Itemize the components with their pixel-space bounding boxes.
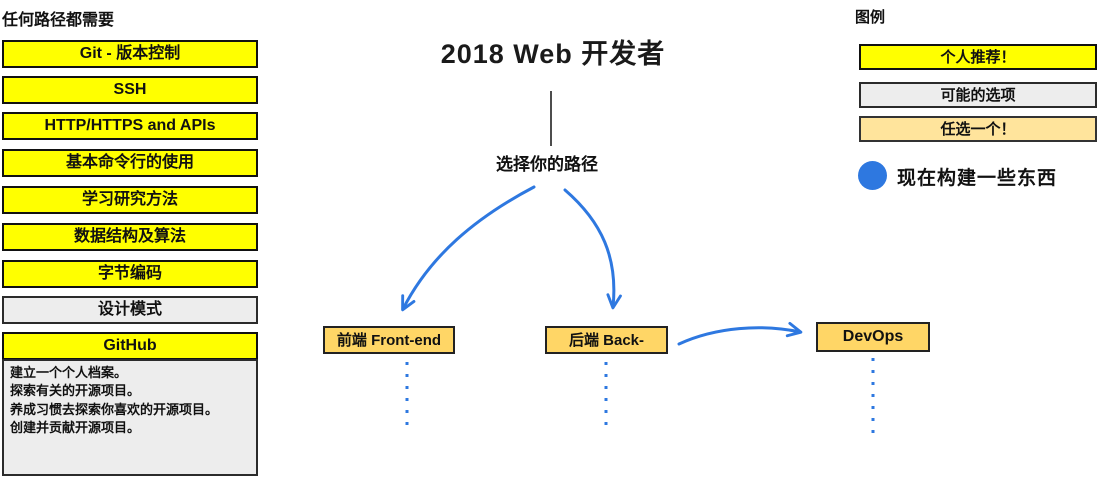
- frontend-node: 前端 Front-end: [323, 326, 455, 354]
- legend-item-possible: 可能的选项: [859, 82, 1097, 108]
- required-item-design-patterns: 设计模式: [2, 296, 258, 324]
- github-note: 探索有关的开源项目。: [10, 383, 141, 399]
- backend-node: 后端 Back-: [545, 326, 668, 354]
- github-card-title: GitHub: [2, 332, 258, 360]
- github-note: 创建并贡献开源项目。: [10, 420, 141, 436]
- required-item-http: HTTP/HTTPS and APIs: [2, 112, 258, 140]
- required-item-encoding: 字节编码: [2, 260, 258, 288]
- roadmap-title: 2018 Web 开发者: [440, 39, 666, 69]
- choose-path-label: 选择你的路径: [496, 155, 598, 174]
- github-note: 建立一个个人档案。: [10, 365, 128, 380]
- required-panel-title: 任何路径都需要: [2, 12, 115, 29]
- arrow-to-frontend: [401, 185, 536, 312]
- github-card-notes: 建立一个个人档案。 探索有关的开源项目。 养成习惯去探索你喜欢的开源项目。 创建…: [2, 359, 258, 476]
- legend-item-recommended: 个人推荐！: [859, 44, 1097, 70]
- arrow-to-backend: [563, 188, 622, 310]
- arrow-to-devops: [677, 321, 803, 346]
- required-item-git: Git - 版本控制: [2, 40, 258, 68]
- legend-item-pick-one: 任选一个！: [859, 116, 1097, 142]
- build-now-dot-icon: [858, 161, 887, 190]
- required-item-cli: 基本命令行的使用: [2, 149, 258, 177]
- legend-title: 图例: [855, 9, 886, 26]
- build-now-label: 现在构建一些东西: [897, 168, 1058, 189]
- required-item-research: 学习研究方法: [2, 186, 258, 214]
- required-item-data-structures: 数据结构及算法: [2, 223, 258, 251]
- required-item-ssh: SSH: [2, 76, 258, 104]
- github-note: 养成习惯去探索你喜欢的开源项目。: [10, 401, 219, 417]
- devops-node: DevOps: [816, 322, 930, 352]
